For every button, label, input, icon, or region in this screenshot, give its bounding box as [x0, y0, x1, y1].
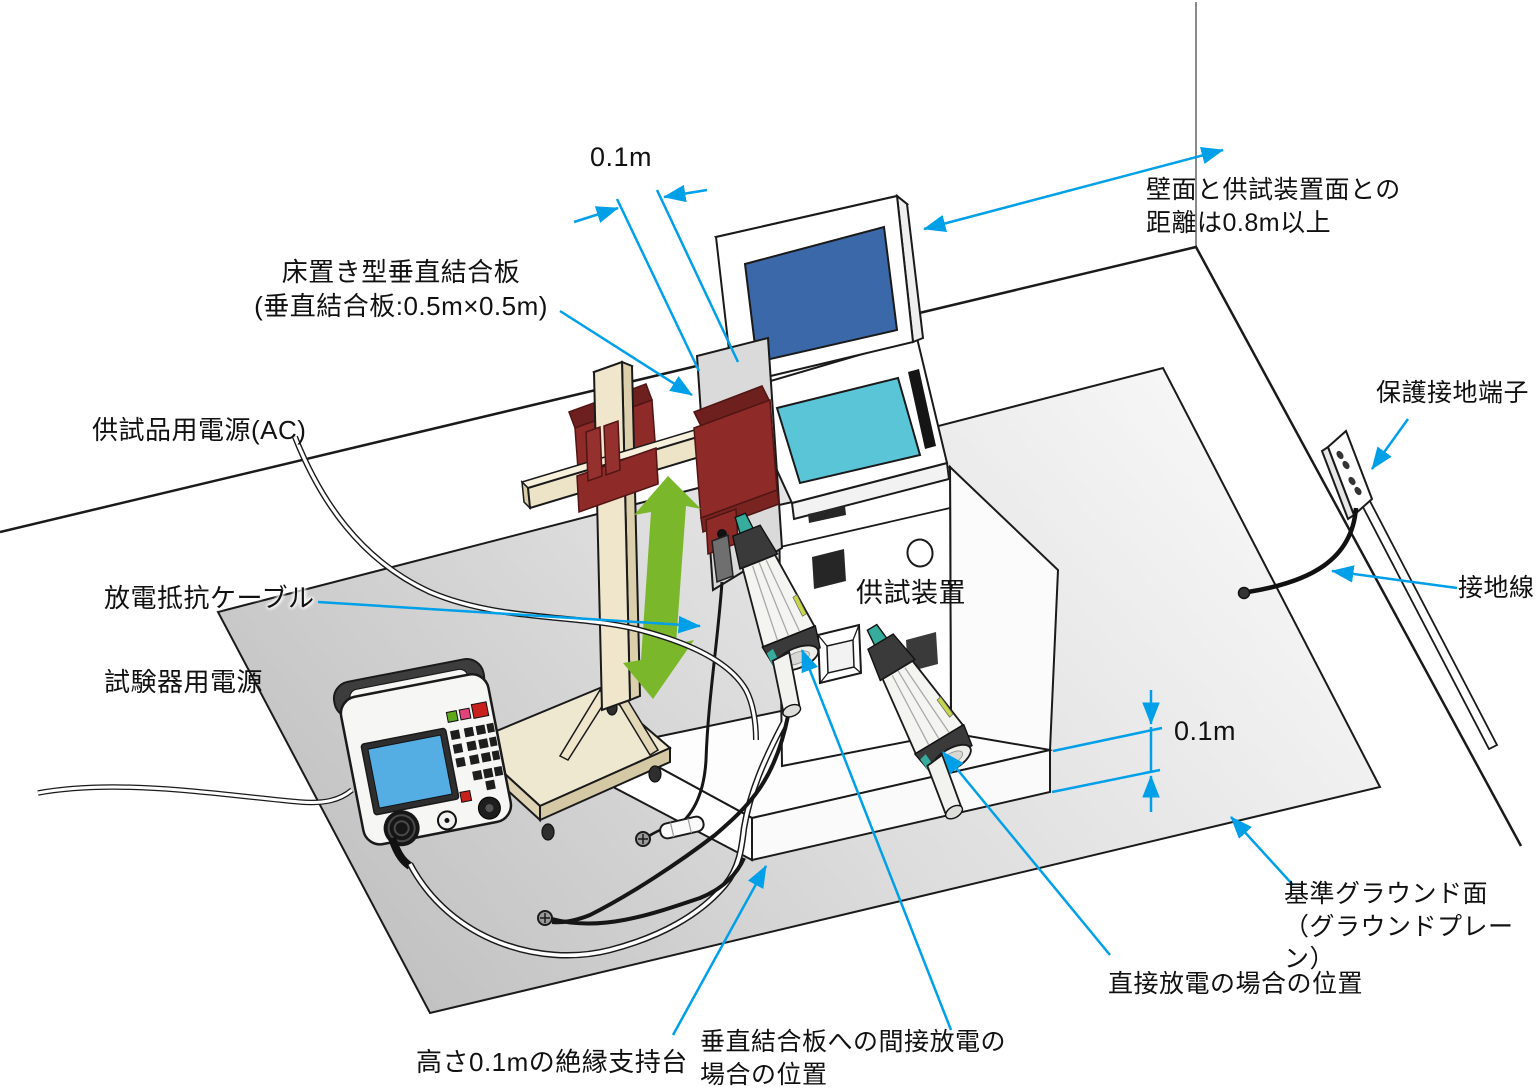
label-indirect-discharge: 垂直結合板への間接放電の 場合の位置 — [700, 1028, 1007, 1089]
label-protective-earth: 保護接地端子 — [1376, 379, 1530, 407]
leader-direct — [942, 751, 1111, 956]
label-tester-power: 試験器用電源 — [104, 667, 264, 697]
leader-support — [671, 865, 768, 1036]
leader-ground-wire — [1331, 565, 1458, 590]
leader-indirect — [800, 649, 953, 1031]
card-slot-bar — [908, 369, 936, 449]
bonding-screws — [537, 831, 651, 926]
label-ground-wire: 接地線 — [1458, 574, 1535, 602]
label-direct-discharge: 直接放電の場合の位置 — [1108, 970, 1364, 998]
esd-tester — [332, 657, 513, 847]
protective-earth-terminal — [1237, 429, 1499, 751]
leader-vcp — [559, 309, 693, 397]
monitor-screen — [743, 225, 899, 364]
cables — [37, 435, 790, 959]
receipt-slot — [808, 506, 846, 523]
leader-protective-earth — [1370, 418, 1410, 470]
label-dim-top: 0.1m — [590, 142, 653, 172]
label-eut-power: 供試品用電源(AC) — [92, 415, 307, 445]
ferrite-bead — [659, 815, 705, 840]
label-vcp: 床置き型垂直結合板 (垂直結合板:0.5m×0.5m) — [254, 257, 548, 321]
discharge-target — [677, 529, 734, 828]
label-ground-plane: 基準グラウンド面 （グラウンドプレーン） — [1284, 880, 1514, 973]
speaker-hole — [906, 538, 934, 568]
label-dim-right: 0.1m — [1174, 716, 1237, 746]
annotations — [317, 147, 1458, 1036]
card-reader — [812, 549, 846, 589]
label-eut: 供試装置 — [856, 578, 966, 608]
discharge-resistance-cable — [677, 581, 724, 828]
touch-screen — [775, 376, 922, 485]
ground-wire-cable — [1247, 507, 1359, 595]
label-discharge-cable: 放電抵抗ケーブル — [104, 583, 315, 613]
vcp-wooden-stand — [468, 360, 718, 841]
label-wall-distance: 壁面と供試装置面との 距離は0.8m以上 — [1146, 176, 1401, 237]
leader-discharge-cable — [317, 600, 701, 634]
leader-ground-plane — [1230, 816, 1294, 886]
label-insulating-support: 高さ0.1mの絶縁支持台 — [416, 1047, 688, 1077]
